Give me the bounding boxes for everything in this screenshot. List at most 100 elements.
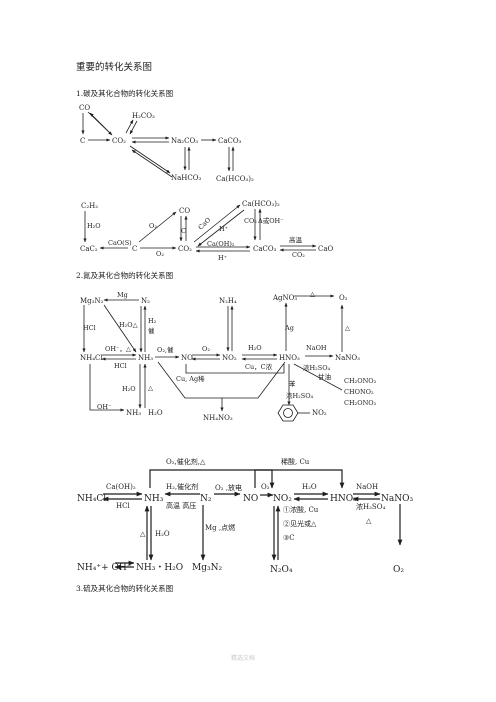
d3-CuC: Cu，C浓 [245, 362, 273, 371]
d4-O2: O₂ [261, 483, 270, 491]
d3-O2: O₂ [202, 345, 210, 353]
d3-NaOH: NaOH [306, 344, 327, 352]
carbon-diagram-2: C₂H₂ H₂O CaC₂ CaO(S) C CO CO₂ O₂ O₂ C Ca… [80, 200, 334, 262]
d2-CaOH: Ca(OH)₂ [207, 240, 235, 248]
d3-dilute: 浓H₂SO₄ [303, 363, 331, 372]
d3-HCl: HCl [83, 324, 96, 332]
d4-delta-r: △ [366, 517, 372, 525]
d4-opt1: ①浓酸, Cu [283, 505, 319, 514]
d4-O2-fd: O₂ ,放电 [215, 483, 242, 492]
d3-Cu-Ag: Cu, Ag稀 [176, 374, 205, 383]
d3-delta2: △ [148, 384, 153, 392]
d3-R3: CH₂ONO₂ [344, 399, 377, 407]
d3-NH3: NH₃ [138, 354, 153, 362]
d4-N2O4: N₂O₄ [270, 565, 293, 575]
d4-HNO3: HNO₃ [330, 494, 357, 504]
d1-CaCO3: CaCO₃ [218, 137, 242, 145]
d4-ionic: NH₄⁺+ OH⁻ [77, 563, 132, 573]
d3-Mg3N2: Mg₃N₂ [80, 297, 104, 305]
d3-conc: 浓H₂SO₄ [286, 391, 314, 400]
d4-opt2: ②见光或△ [283, 519, 317, 528]
d4-N2: N₂ [200, 494, 212, 504]
d3-HNO3: HNO₃ [279, 354, 300, 362]
d4-NaNO3: NaNO₃ [381, 494, 413, 504]
d2-CO: CO [179, 207, 190, 215]
d3-NO2: NO₂ [222, 354, 237, 362]
d2-C: C [132, 245, 137, 253]
d4-H2SO4: 浓H₂SO₄ [356, 502, 385, 511]
d3-HCl2: HCl [114, 362, 127, 370]
d3-OH-minus: OH⁻ [97, 403, 111, 411]
d3-N2: N₂ [141, 297, 150, 305]
d4-Mg3N2: Mg₃N₂ [192, 563, 222, 573]
d4-top-left: O₂,催化剂,△ [166, 457, 206, 466]
d2-CO2-s: CO₂ [244, 217, 257, 225]
d2-CaO-s: CaO(S) [108, 239, 132, 247]
d3-NH4Cl: NH₄Cl [80, 354, 103, 362]
d4-HCl: HCl [116, 502, 130, 510]
page-footer: 精选文档 [231, 655, 256, 662]
section-sulfur-title: 3.硫及其化合物的转化关系图 [76, 584, 174, 593]
d3-NH3-b: NH₃ [126, 409, 141, 417]
d2-H-plus2: H⁺ [218, 254, 227, 262]
d1-CaHCO3: Ca(HCO₃)₂ [216, 175, 254, 183]
page-title: 重要的转化关系图 [76, 62, 153, 73]
d4-CaOH: Ca(OH)₂ [106, 483, 136, 491]
d3-AgNO3: AgNO₃ [272, 294, 297, 302]
d1-NaHCO3: NaHCO₃ [171, 174, 201, 182]
d1-C: C [80, 137, 85, 145]
section-carbon-title: 1.碳及其化合物的转化关系图 [76, 89, 174, 98]
d4-NaOH: NaOH [356, 483, 378, 491]
d4-NH4Cl: NH₄Cl [77, 494, 106, 504]
d3-O2-cat: O₂,催 [157, 345, 174, 354]
d4-NH3: NH₃ [144, 494, 164, 504]
d2-O2-a: O₂ [149, 222, 157, 230]
d2-O2-b: O₂ [156, 250, 164, 258]
d3-R2: CHONO₂ [344, 388, 374, 396]
d3-NH4NO3: NH₄NO₃ [203, 414, 233, 422]
d4-NH3H2O: NH₃・H₂O [136, 563, 183, 573]
d4-Mg-ign: Mg ,点燃 [205, 523, 235, 532]
d4-NO2: NO₂ [273, 494, 292, 504]
d1-H2CO3: H₂CO₃ [132, 112, 155, 120]
d3-R1: CH₂ONO₂ [344, 377, 377, 385]
d3-Ag: Ag [284, 324, 294, 332]
d3-ben: 苯 [289, 379, 296, 388]
nitrogen-diagram-detailed: Mg₃N₂ Mg N₂ HCl H₂O△ H₂ 催 NH₄Cl OH⁻，△ HC… [80, 290, 377, 422]
d2-gaowen: 高温 [289, 235, 303, 244]
d3-O2-top: O₂ [339, 294, 348, 302]
nitrogen-diagram-summary: O₂,催化剂,△ 稀酸, Cu NH₄Cl Ca(OH)₂ HCl NH₃ H₂… [77, 457, 413, 575]
d4-gaowen: 高温 高压 [166, 501, 196, 510]
d3-arrow-D: △ [310, 290, 315, 298]
carbon-diagram-1: CO C CO₂ H₂CO₃ Na₂CO₃ CaCO₃ NaHCO₃ Ca(HC… [79, 104, 254, 183]
d1-CO2: CO₂ [112, 137, 126, 145]
d3-delta: △ [345, 324, 350, 332]
d3-H2O: H₂O [248, 344, 262, 352]
d3-N2H4: N₂H₄ [219, 297, 237, 305]
d3-Mg: Mg [117, 291, 128, 299]
d2-CO2-b: CO₂ [292, 251, 305, 259]
d4-NO: NO [243, 494, 258, 504]
d2-CaCO3: CaCO₃ [253, 245, 277, 253]
d4-H2cat: H₂,催化剂 [166, 482, 198, 491]
d4-opt3: ③C [283, 534, 295, 542]
d2-CO2: CO₂ [178, 245, 192, 253]
d1-CO: CO [79, 104, 90, 112]
d3-OH-D: OH⁻，△ [105, 345, 131, 353]
d2-CaO: CaO [318, 245, 334, 253]
d2-CaHCO3: Ca(HCO₃)₂ [242, 200, 280, 208]
d3-H2O-c: H₂O [148, 409, 163, 417]
d3-NO2-ring: NO₂ [312, 409, 327, 417]
d2-C-s: C [181, 227, 186, 235]
d3-H2O-D: H₂O△ [119, 321, 138, 329]
d4-O2-b: O₂ [393, 565, 404, 575]
d4-H2O: H₂O [302, 483, 317, 491]
d2-H2O: H₂O [87, 222, 101, 230]
d1-Na2CO3: Na₂CO₃ [171, 137, 198, 145]
section-nitrogen-title: 2.氮及其化合物的转化关系图 [76, 271, 174, 280]
d3-NO: NO [181, 354, 193, 362]
d4-top-right: 稀酸, Cu [281, 457, 310, 466]
d2-H-plus: H⁺ [219, 225, 228, 233]
d3-H2-cat: H₂ [148, 317, 157, 325]
